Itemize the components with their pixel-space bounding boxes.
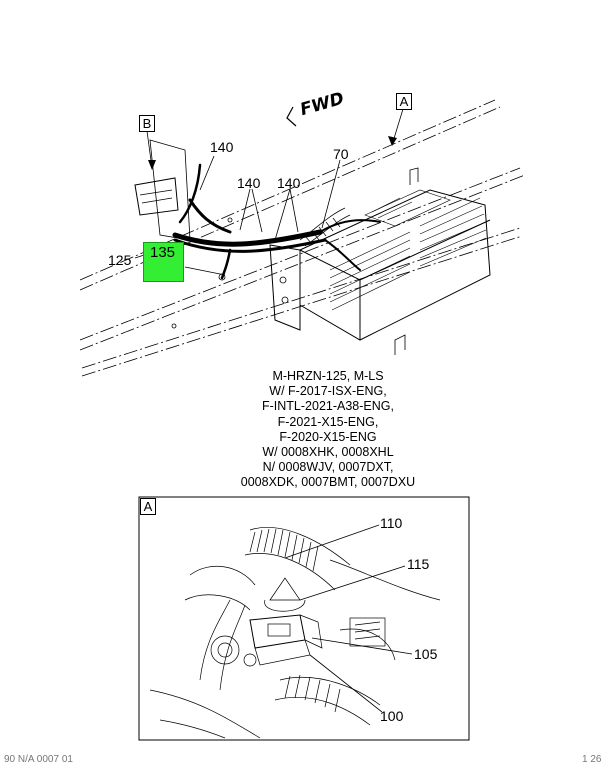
applicability-notes: M-HRZN-125, M-LS W/ F-2017-ISX-ENG, F-IN… [200, 369, 456, 491]
footer-reference: 90 N/A 0007 01 [4, 754, 73, 765]
applicability-line: M-HRZN-125, M-LS [272, 369, 384, 383]
callout-125: 125 [108, 252, 132, 268]
footer-page-number: 1 26 [582, 754, 602, 765]
applicability-line: W/ F-2017-ISX-ENG, [269, 384, 387, 399]
callout-105: 105 [414, 646, 438, 662]
callout-140-left: 140 [237, 175, 261, 191]
callout-70: 70 [333, 146, 349, 162]
applicability-line: W/ 0008XHK, 0008XHL [262, 445, 394, 460]
callout-140-top: 140 [210, 139, 234, 155]
applicability-line: F-INTL-2021-A38-ENG, [262, 399, 394, 414]
callout-115: 115 [407, 556, 430, 572]
view-label-a: A [396, 93, 412, 110]
view-label-b: B [139, 115, 155, 132]
callout-140-right: 140 [277, 175, 301, 191]
callout-110: 110 [380, 515, 403, 531]
applicability-line: F-2021-X15-ENG, [277, 414, 379, 429]
applicability-line: N/ 0008WJV, 0007DXT, [262, 460, 394, 475]
applicability-line: F-2020-X15-ENG [279, 429, 377, 444]
callout-100: 100 [380, 708, 404, 724]
applicability-line: 0008XDK, 0007BMT, 0007DXU [240, 475, 416, 490]
detail-view-label-a: A [140, 498, 156, 515]
callout-135-highlight: 135 [143, 242, 184, 282]
